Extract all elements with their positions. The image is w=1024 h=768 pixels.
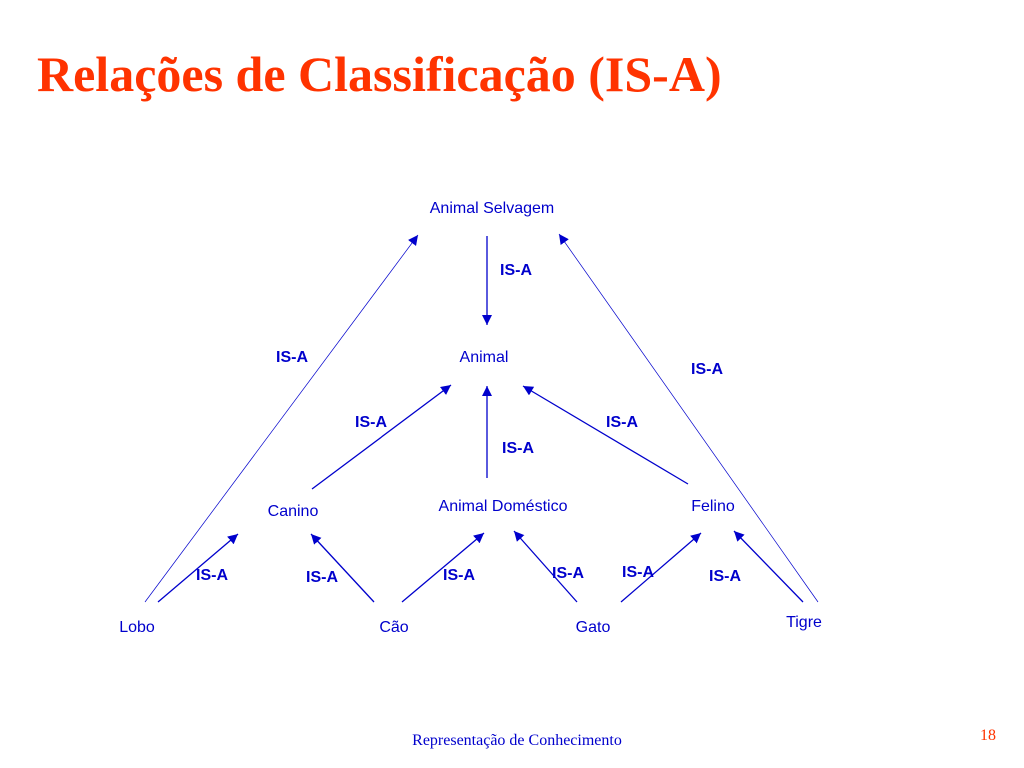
edge-cao-to-animal-domestico [401,532,485,603]
node-animal-domestico: Animal Doméstico [439,498,568,515]
edge-gato-to-felino [620,532,702,603]
edge-label-gato-felino: IS-A [622,564,654,581]
footer-text: Representação de Conhecimento [412,732,622,749]
edge-label-lobo-selvagem: IS-A [276,349,308,366]
edge-tigre-to-animal-selvagem [558,233,819,603]
edge-gato-to-animal-domestico [513,530,578,603]
edge-lobo-to-animal-selvagem [144,234,419,603]
edge-label-canino-animal: IS-A [355,414,387,431]
page-number: 18 [980,727,996,744]
edge-felino-to-animal [522,385,689,485]
edge-lobo-to-canino [157,533,239,603]
edge-label-domestico-animal: IS-A [502,440,534,457]
edge-tigre-to-felino [733,530,804,603]
node-animal: Animal [460,349,509,366]
edge-label-lobo-canino: IS-A [196,567,228,584]
edge-label-selvagem-animal: IS-A [500,262,532,279]
edge-label-tigre-selvagem: IS-A [691,361,723,378]
node-lobo: Lobo [119,619,155,636]
edge-label-felino-animal: IS-A [606,414,638,431]
edge-cao-to-canino [310,533,375,603]
edge-label-gato-domestico: IS-A [552,565,584,582]
edge-label-tigre-felino: IS-A [709,568,741,585]
edge-canino-to-animal [311,384,452,490]
node-canino: Canino [268,503,319,520]
edge-label-cao-domestico: IS-A [443,567,475,584]
node-cao: Cão [379,619,408,636]
slide-title: Relações de Classificação (IS-A) [37,46,722,102]
edge-label-cao-canino: IS-A [306,569,338,586]
node-felino: Felino [691,498,735,515]
node-gato: Gato [576,619,611,636]
node-animal-selvagem: Animal Selvagem [430,200,555,217]
node-tigre: Tigre [786,614,822,631]
